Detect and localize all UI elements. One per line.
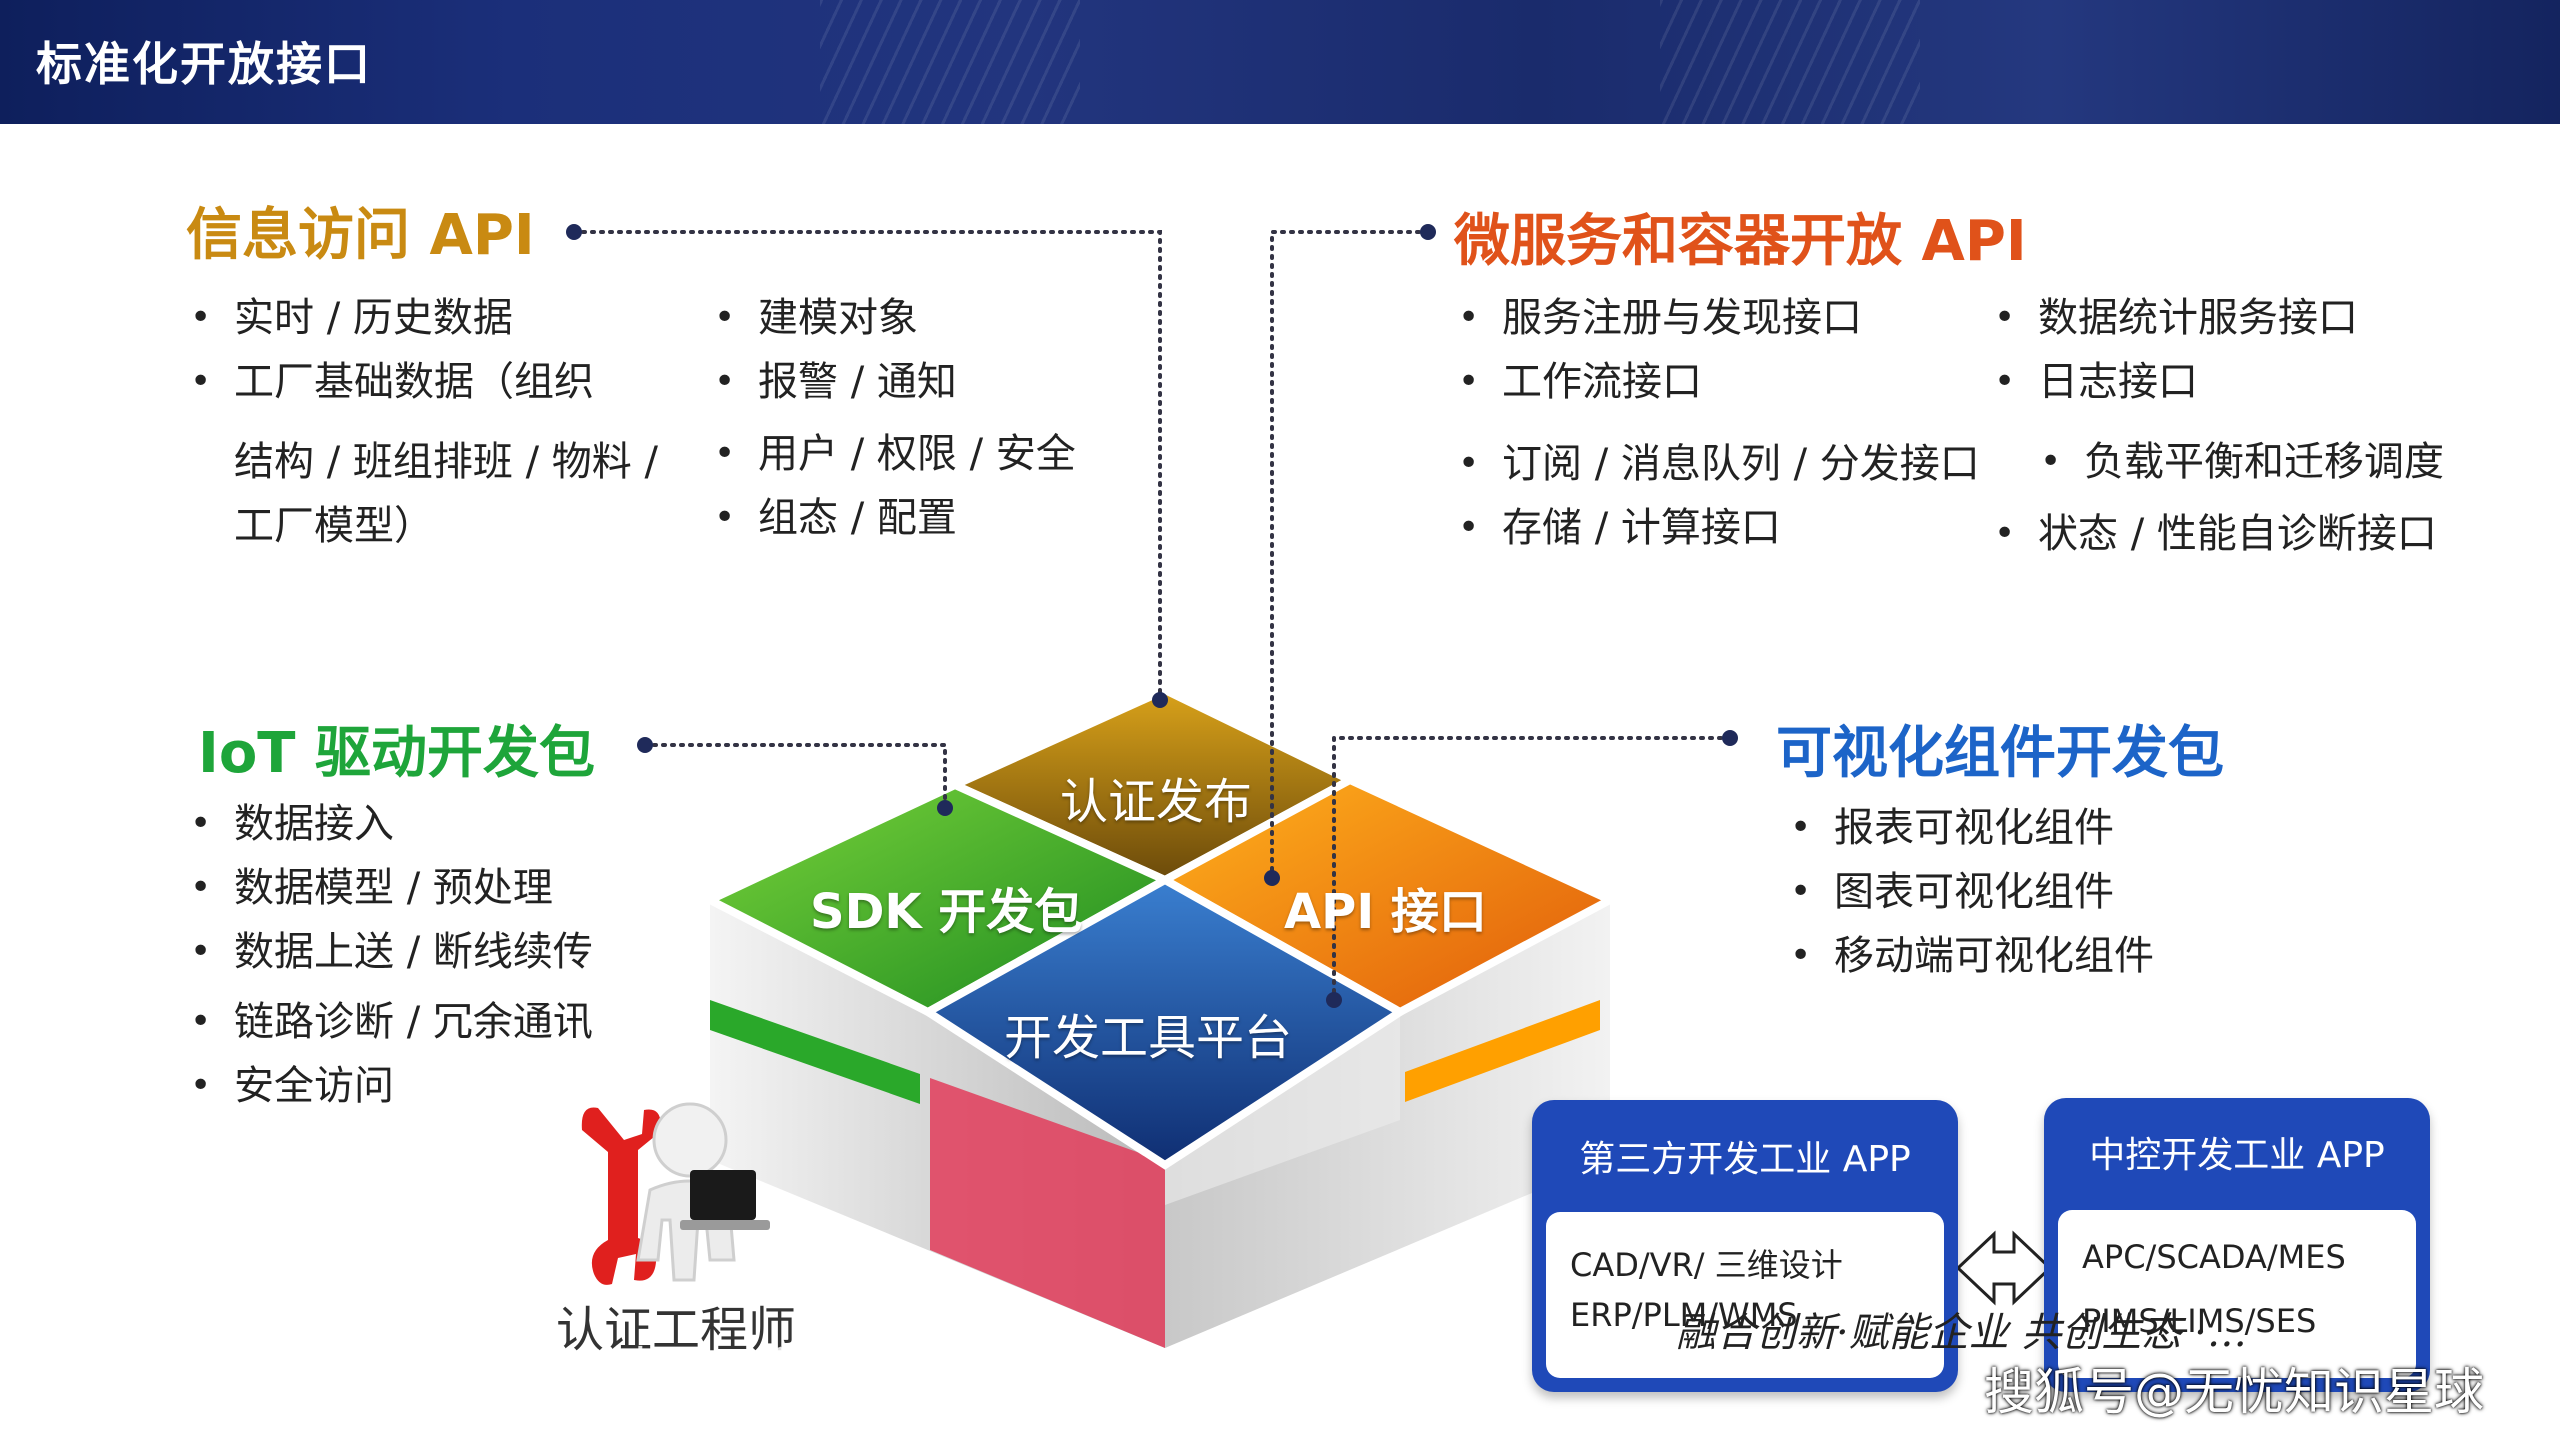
list-item: 报表可视化组件 [1786, 796, 2154, 860]
rim-green [710, 1000, 920, 1104]
connector-dot [1326, 992, 1342, 1008]
micro-api-list-2b: 负载平衡和迁移调度 [2036, 430, 2444, 494]
visual-sdk-list: 报表可视化组件 图表可视化组件 移动端可视化组件 [1786, 796, 2154, 988]
header-texture [820, 0, 1080, 124]
info-api-list-1: 实时 / 历史数据 工厂基础数据（组织 结构 / 班组排班 / 物料 / 工厂模… [186, 286, 658, 558]
tile-label-right: API 接口 [1284, 884, 1487, 940]
app-title: 第三方开发工业 APP [1579, 1139, 1911, 1180]
iot-sdk-list: 数据接入 数据模型 / 预处理 数据上送 / 断线续传 链路诊断 / 冗余通讯 … [186, 792, 593, 1118]
rim-red [930, 1078, 1165, 1348]
list-item: 用户 / 权限 / 安全 [710, 422, 1076, 486]
list-item: 状态 / 性能自诊断接口 [1990, 502, 2437, 566]
page-title: 标准化开放接口 [36, 37, 372, 91]
micro-api-list-1: 服务注册与发现接口 工作流接口 订阅 / 消息队列 / 分发接口 存储 / 计算… [1454, 286, 1980, 560]
connector-dot [566, 224, 582, 240]
list-item: 数据接入 [186, 792, 593, 856]
app-line: PIMS/LIMS/SES [2082, 1302, 2317, 1340]
list-item: 存储 / 计算接口 [1454, 496, 1980, 560]
info-api-list-2: 建模对象 报警 / 通知 用户 / 权限 / 安全 组态 / 配置 [710, 286, 1076, 550]
list-item-continuation: 工厂模型） [234, 503, 434, 549]
watermark: 搜狐号@无忧知识星球 [1984, 1363, 2484, 1421]
list-item: 工厂基础数据（组织 [186, 350, 658, 414]
micro-api-list-2c: 状态 / 性能自诊断接口 [1990, 502, 2437, 566]
list-item: 数据上送 / 断线续传 [186, 920, 593, 984]
laptop-screen [690, 1170, 756, 1220]
header-bar: 标准化开放接口 [0, 0, 2560, 124]
engineer-icon [581, 1102, 770, 1285]
laptop-base [680, 1220, 770, 1230]
connector-micro [1270, 230, 1430, 880]
third-party-app-box: 第三方开发工业 APP CAD/VR/ 三维设计 ERP/PLM/WMS [1532, 1100, 1958, 1392]
list-item-continuation: 结构 / 班组排班 / 物料 / [234, 439, 659, 485]
iot-sdk-title: IoT 驱动开发包 [198, 721, 596, 786]
rim-orange [1405, 1000, 1600, 1102]
micro-api-list-2: 数据统计服务接口 日志接口 [1990, 286, 2358, 414]
app-line: ERP/PLM/WMS [1570, 1296, 1798, 1334]
slogan: 融合创新·赋能企业 共创生态 ·… [1676, 1310, 2247, 1356]
connector-dot [1152, 692, 1168, 708]
list-item: 链路诊断 / 冗余通讯 [186, 990, 593, 1054]
wrench-icon [581, 1107, 661, 1285]
list-item: 组态 / 配置 [710, 486, 1076, 550]
app-line: CAD/VR/ 三维设计 [1570, 1246, 1843, 1284]
list-item: 服务注册与发现接口 [1454, 286, 1980, 350]
tile-label-bottom: 开发工具平台 [1004, 1010, 1293, 1066]
list-item: 建模对象 [710, 286, 1076, 350]
tile-label-top: 认证发布 [1060, 774, 1253, 830]
visual-sdk-title: 可视化组件开发包 [1776, 721, 2224, 786]
list-item: 图表可视化组件 [1786, 860, 2154, 924]
connector-dot [937, 800, 953, 816]
list-item: 订阅 / 消息队列 / 分发接口 [1454, 432, 1980, 496]
figure-body [636, 1179, 736, 1282]
list-item: 数据模型 / 预处理 [186, 856, 593, 920]
connector-dot [637, 737, 653, 753]
central-app-box: 中控开发工业 APP APC/SCADA/MES PIMS/LIMS/SES [2044, 1098, 2430, 1392]
engineer-label: 认证工程师 [556, 1302, 797, 1358]
app-inner: APC/SCADA/MES PIMS/LIMS/SES [2058, 1210, 2416, 1378]
app-title: 中控开发工业 APP [2089, 1135, 2385, 1176]
tile-label-left: SDK 开发包 [810, 884, 1083, 940]
connector-visual [1332, 736, 1732, 1002]
micro-api-title: 微服务和容器开放 API [1454, 209, 2027, 274]
list-item: 实时 / 历史数据 [186, 286, 658, 350]
list-item: 日志接口 [1990, 350, 2358, 414]
list-item: 工作流接口 [1454, 350, 1980, 414]
list-item: 数据统计服务接口 [1990, 286, 2358, 350]
list-item: 移动端可视化组件 [1786, 924, 2154, 988]
list-item: 安全访问 [186, 1054, 593, 1118]
app-line: APC/SCADA/MES [2082, 1238, 2346, 1276]
engineer-label-reflection: 认证工程师 [606, 1343, 867, 1403]
list-item: 报警 / 通知 [710, 350, 1076, 414]
platform-side-left [710, 900, 1165, 1348]
connector-dot [1420, 224, 1436, 240]
figure-head [652, 1102, 728, 1178]
connector-dot [1722, 730, 1738, 746]
app-inner: CAD/VR/ 三维设计 ERP/PLM/WMS [1546, 1212, 1944, 1378]
list-item: 负载平衡和迁移调度 [2036, 430, 2444, 494]
double-arrow-icon [1955, 1230, 2053, 1306]
header-texture [1660, 0, 1920, 124]
info-api-title: 信息访问 API [186, 203, 535, 268]
connector-iot [643, 743, 947, 810]
connector-dot [1264, 870, 1280, 886]
